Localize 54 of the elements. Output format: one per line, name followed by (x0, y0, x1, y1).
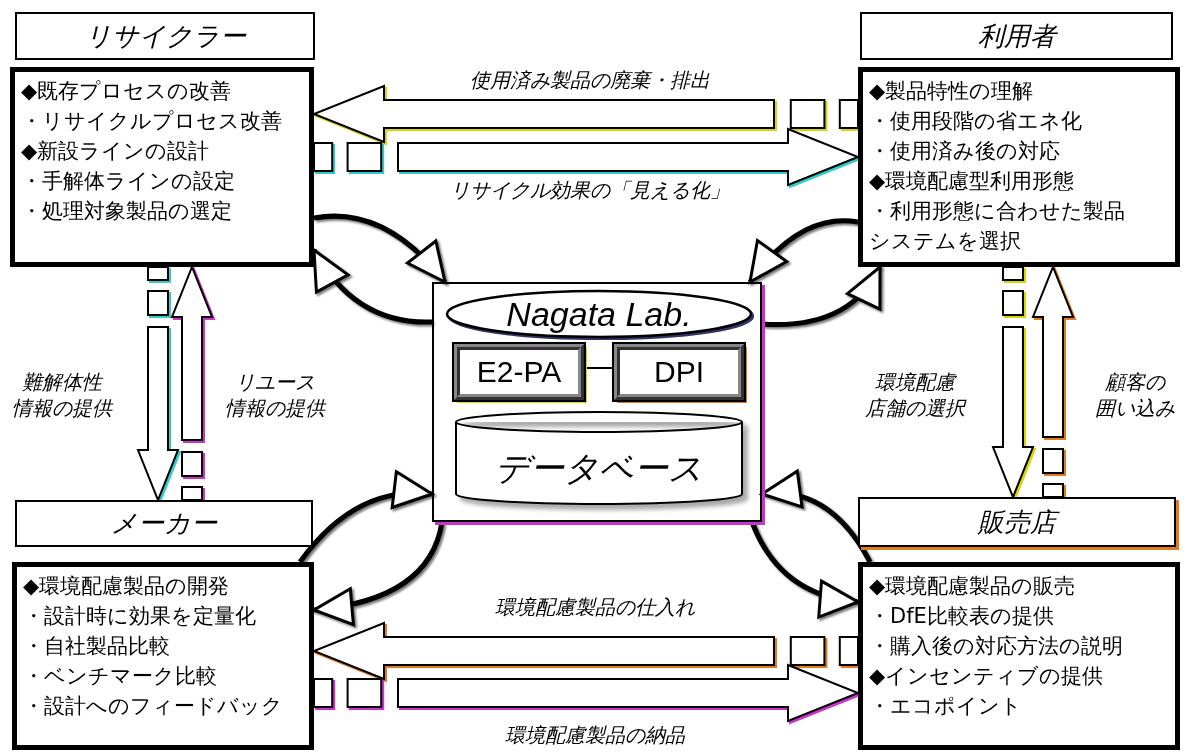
task-list-box (12, 562, 314, 750)
list-item: ・自社製品比較 (23, 633, 171, 660)
list-item: ・手解体ラインの設定 (21, 168, 236, 195)
task-list-box (858, 67, 1180, 267)
edge-label: 環境配慮製品の仕入れ (495, 594, 695, 620)
block-arrow (311, 621, 859, 681)
block-arrow (311, 84, 859, 144)
edge-label: リユース情報の提供 (225, 369, 325, 421)
list-item: ◆新設ラインの設計 (21, 138, 211, 165)
edge-label: 環境配慮製品の納品 (505, 722, 685, 748)
edge-label: 難解体性情報の提供 (12, 369, 112, 421)
list-item: ・使用段階の省エネ化 (869, 108, 1083, 135)
curved-arrow (313, 213, 447, 284)
role-header-box: 販売店 (858, 497, 1176, 547)
task-list-box (858, 562, 1180, 750)
list-item: ・設計時に効果を定量化 (23, 603, 257, 630)
role-header-box: リサイクラー (15, 12, 315, 60)
list-item: ・リサイクルプロセス改善 (21, 108, 283, 135)
list-item: ・使用済み後の対応 (869, 138, 1061, 165)
list-item: ◆既存プロセスの改善 (21, 78, 233, 105)
curved-arrow (748, 218, 859, 284)
edge-label: リサイクル効果の「見える化」 (450, 177, 730, 203)
list-item: ・処理対象製品の選定 (21, 198, 233, 225)
list-item: ・利用形態に合わせた製品システムを選択 (869, 198, 1126, 255)
list-item: ◆インセンティブの提供 (869, 663, 1105, 690)
tool-box: E2-PA (454, 344, 584, 400)
list-item: ・設計へのフィードバック (23, 693, 284, 720)
edge-label: 環境配慮店舗の選択 (865, 369, 965, 421)
block-arrow (991, 266, 1035, 500)
task-list-box (10, 67, 314, 267)
database-cylinder: データベース (454, 412, 744, 506)
block-arrow (313, 663, 861, 723)
role-header-box: 利用者 (860, 12, 1173, 60)
list-item: ・ベンチマーク比較 (23, 663, 218, 690)
curved-arrow (298, 471, 434, 564)
list-item: ・購入後の対応方法の説明 (869, 633, 1124, 660)
tool-box: DPI (614, 344, 744, 400)
list-item: ・エコポイント (869, 693, 1023, 720)
list-item: ◆環境配慮型利用形態 (869, 168, 1076, 195)
list-item: ◆環境配慮製品の開発 (23, 573, 231, 600)
block-arrow (313, 127, 861, 187)
list-item: ◆製品特性の理解 (869, 78, 1035, 105)
list-item: ◆環境配慮製品の販売 (869, 573, 1077, 600)
curved-arrow (311, 248, 432, 325)
block-arrow (170, 264, 214, 501)
edge-label: 顧客の囲い込み (1095, 369, 1175, 421)
block-arrow (136, 266, 180, 503)
list-item: ・DfE比較表の提供 (869, 603, 1055, 630)
role-header-box: メーカー (15, 500, 313, 547)
system-box (432, 282, 762, 522)
edge-label: 使用済み製品の廃棄・排出 (470, 67, 710, 93)
block-arrow (1031, 264, 1075, 498)
curved-arrow (760, 471, 873, 564)
lab-ellipse: Nagata Lab. (444, 288, 754, 340)
